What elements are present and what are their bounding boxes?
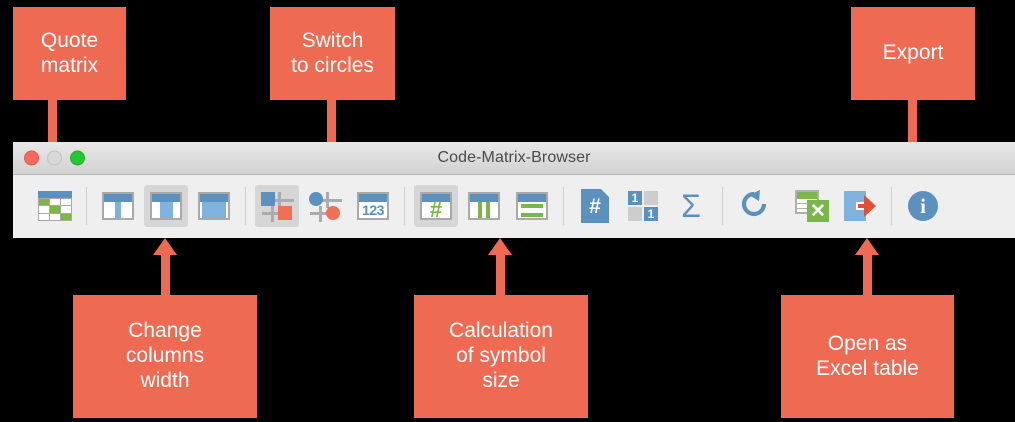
callout-columns-width-line2: columns xyxy=(125,344,205,368)
circles-icon xyxy=(308,190,342,222)
quad-one-a: 1 xyxy=(631,191,639,205)
callout-switch-circles-line2: to circles xyxy=(291,53,374,77)
numbers-123-icon: 123 xyxy=(357,192,389,220)
callout-open-excel: Open as Excel table xyxy=(781,295,954,418)
callout-quote-matrix-line2: matrix xyxy=(40,53,99,77)
application-window: Code-Matrix-Browser xyxy=(13,142,1015,238)
info-icon: i xyxy=(908,191,938,221)
callout-symbol-size-line2: of symbol xyxy=(456,344,546,368)
toolbar-separator xyxy=(563,187,564,225)
toolbar-button-quote-matrix[interactable] xyxy=(33,185,77,227)
hash-glyph: # xyxy=(429,197,443,222)
toolbar-button-size-rows[interactable] xyxy=(510,185,554,227)
column-medium-icon xyxy=(150,192,182,220)
toolbar-button-columns-medium[interactable] xyxy=(144,185,188,227)
callout-columns-width-line1: Change xyxy=(128,319,202,343)
toolbar-button-symbols-circles[interactable] xyxy=(303,185,347,227)
callout-symbol-size: Calculation of symbol size xyxy=(414,295,588,418)
excel-icon: ✕ xyxy=(795,190,829,222)
callout-columns-width: Change columns width xyxy=(73,295,257,418)
toolbar-button-refresh[interactable] xyxy=(732,185,776,227)
minimize-button[interactable] xyxy=(47,150,62,166)
toolbar-button-frequencies[interactable]: # xyxy=(573,185,617,227)
toolbar-button-size-columns[interactable] xyxy=(462,185,506,227)
matrix-icon xyxy=(38,191,72,221)
callout-open-excel-line2: Excel table xyxy=(816,356,919,380)
toolbar-separator xyxy=(891,187,892,225)
column-narrow-icon xyxy=(102,192,134,220)
numbers-123-label: 123 xyxy=(362,202,384,218)
callout-switch-circles: Switch to circles xyxy=(270,7,395,100)
arrow-columns-width xyxy=(153,238,177,304)
column-wide-icon xyxy=(198,192,230,220)
horizontal-bars-icon xyxy=(516,192,548,220)
callout-switch-circles-line1: Switch xyxy=(301,28,364,52)
excel-x-glyph: ✕ xyxy=(810,200,826,222)
vertical-bars-icon xyxy=(468,192,500,220)
toolbar-button-columns-narrow[interactable] xyxy=(96,185,140,227)
squares-icon xyxy=(260,190,294,222)
grid-hash-icon: # xyxy=(420,192,452,222)
page-hash-glyph: # xyxy=(589,194,601,218)
page-hash-icon: # xyxy=(581,189,609,223)
callout-open-excel-line1: Open as xyxy=(827,331,908,355)
toolbar-button-columns-wide[interactable] xyxy=(192,185,236,227)
callout-symbol-size-line1: Calculation xyxy=(449,319,553,343)
binary-quad-icon: 1 1 xyxy=(628,191,658,221)
arrow-symbol-size xyxy=(488,238,512,304)
toolbar-separator xyxy=(404,187,405,225)
window-controls xyxy=(24,150,85,166)
close-button[interactable] xyxy=(24,150,39,166)
callout-columns-width-line3: width xyxy=(140,368,190,392)
arrow-open-excel xyxy=(855,238,879,304)
toolbar-button-size-both[interactable]: # xyxy=(414,185,458,227)
callout-export-line1: Export xyxy=(882,41,944,65)
toolbar-separator xyxy=(722,187,723,225)
toolbar-button-export[interactable] xyxy=(838,185,882,227)
window-title: Code-Matrix-Browser xyxy=(437,149,591,166)
quad-one-b: 1 xyxy=(647,207,655,221)
callout-quote-matrix: Quote matrix xyxy=(13,7,126,100)
toolbar-button-open-excel[interactable]: ✕ xyxy=(790,185,834,227)
toolbar-button-binary[interactable]: 1 1 xyxy=(621,185,665,227)
callout-symbol-size-line3: size xyxy=(482,368,520,392)
toolbar-button-sum[interactable]: Σ xyxy=(669,185,713,227)
window-titlebar[interactable]: Code-Matrix-Browser xyxy=(13,142,1015,175)
refresh-icon xyxy=(738,188,770,225)
toolbar-button-info[interactable]: i xyxy=(901,185,945,227)
maximize-button[interactable] xyxy=(70,150,85,166)
toolbar-separator xyxy=(245,187,246,225)
callout-export: Export xyxy=(851,7,975,100)
toolbar: 123 # xyxy=(13,175,1015,237)
toolbar-button-numbers[interactable]: 123 xyxy=(351,185,395,227)
toolbar-separator xyxy=(86,187,87,225)
export-icon xyxy=(844,191,876,221)
callout-quote-matrix-line1: Quote xyxy=(40,28,99,52)
info-glyph: i xyxy=(920,193,926,218)
sigma-icon: Σ xyxy=(681,188,701,224)
toolbar-button-symbols-squares[interactable] xyxy=(255,185,299,227)
